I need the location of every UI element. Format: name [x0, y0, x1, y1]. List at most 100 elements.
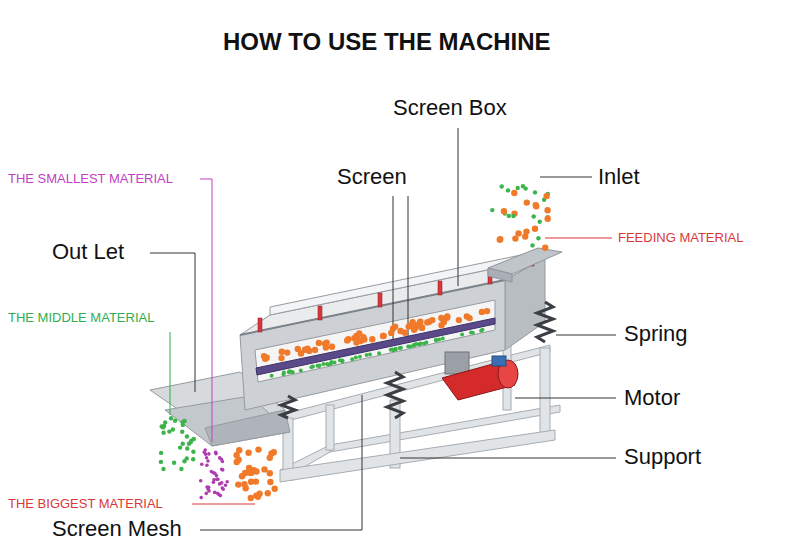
part-label: Spring [624, 321, 688, 347]
particle [205, 492, 209, 496]
particle [532, 226, 538, 232]
particle [532, 214, 536, 218]
particle [317, 364, 321, 368]
particle [243, 485, 249, 491]
particle [511, 190, 517, 196]
material-label: THE MIDDLE MATERIAL [8, 310, 154, 326]
particle [516, 186, 520, 190]
particle [236, 447, 242, 453]
particle [490, 208, 494, 212]
particle [380, 333, 386, 339]
particle [272, 486, 278, 492]
particle [419, 341, 423, 345]
particle [369, 336, 375, 342]
particle [438, 322, 444, 328]
particle [245, 450, 251, 456]
particle [265, 490, 271, 496]
particle [323, 344, 329, 350]
particle [256, 491, 262, 497]
particle [544, 207, 550, 213]
particle [161, 467, 165, 471]
particle [481, 328, 485, 332]
particle [418, 342, 422, 346]
particle [368, 353, 372, 357]
particle [392, 323, 398, 329]
particle [173, 419, 177, 423]
particle [316, 340, 322, 346]
particle [167, 429, 171, 433]
particle [542, 245, 548, 251]
particle [200, 463, 204, 467]
particle [161, 425, 165, 429]
particle [159, 460, 163, 464]
part-label: Inlet [598, 164, 640, 190]
material-label: FEEDING MATERIAL [618, 230, 743, 246]
particle [456, 317, 462, 323]
particle [350, 357, 354, 361]
particle [533, 203, 539, 209]
screen-mesh [256, 318, 495, 375]
particle [267, 479, 273, 485]
particle [217, 493, 221, 497]
particle [282, 372, 286, 376]
particle [365, 353, 369, 357]
particle [235, 457, 241, 463]
particle [199, 479, 203, 483]
particle [295, 346, 301, 352]
title: HOW TO USE THE MACHINE [223, 28, 551, 57]
particle [253, 478, 259, 484]
particle [411, 327, 417, 333]
particle [422, 342, 426, 346]
particle [220, 467, 224, 471]
particle [210, 470, 214, 474]
particle [377, 351, 381, 355]
particle [302, 347, 308, 353]
particle [354, 356, 358, 360]
particle [172, 461, 176, 465]
particle [380, 333, 386, 339]
particle [178, 445, 182, 449]
part-label: Out Let [52, 239, 124, 265]
particle [159, 451, 163, 455]
particle [206, 459, 210, 463]
particle [358, 355, 362, 359]
particle [261, 466, 267, 472]
particle [191, 450, 195, 454]
particle [185, 456, 189, 460]
particle [299, 368, 303, 372]
particle [185, 434, 189, 438]
particle [412, 343, 416, 347]
particle [429, 317, 435, 323]
particle [248, 495, 254, 501]
particle [471, 331, 475, 335]
particle [500, 184, 504, 188]
particle [180, 430, 184, 434]
particle [543, 193, 549, 199]
particle [437, 338, 441, 342]
particle [311, 365, 315, 369]
material-label: THE BIGGEST MATERIAL [8, 496, 163, 512]
particle [220, 458, 224, 462]
particle [333, 361, 337, 365]
particle [506, 188, 510, 192]
particle [511, 214, 515, 218]
particle [224, 484, 228, 488]
particle [163, 420, 167, 424]
particle [216, 477, 220, 481]
particle [521, 184, 525, 188]
particle [205, 456, 209, 460]
motor [442, 352, 518, 400]
particle [524, 199, 530, 205]
material-particles [159, 184, 551, 501]
particle [225, 480, 229, 484]
particle [351, 335, 357, 341]
particle [345, 336, 351, 342]
particle [530, 243, 534, 247]
particle [545, 216, 551, 222]
particle [497, 237, 503, 243]
particle [267, 455, 273, 461]
particle [497, 236, 503, 242]
particle [340, 359, 344, 363]
particle [203, 448, 207, 452]
